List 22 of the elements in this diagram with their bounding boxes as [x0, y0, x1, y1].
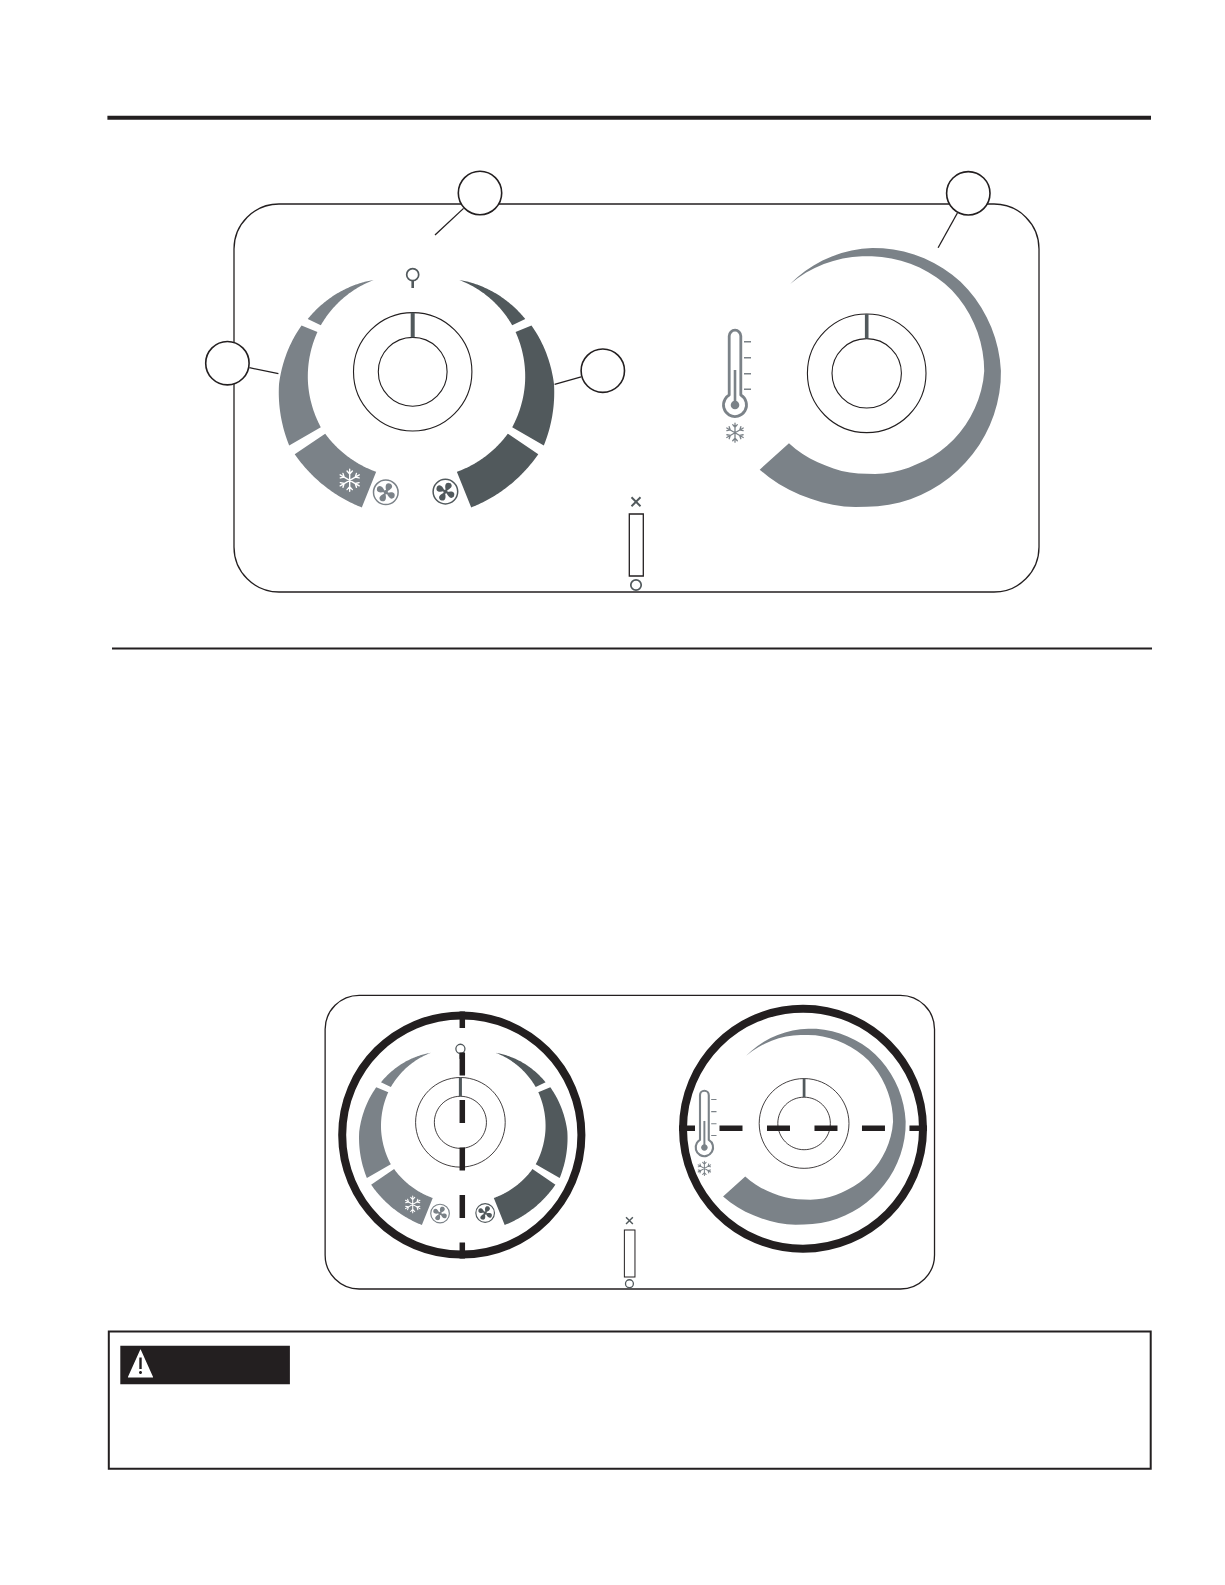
- leader-line: [937, 212, 959, 249]
- arc-segment: [380, 1052, 431, 1088]
- arc-segment: [456, 433, 539, 508]
- arc-segment: [512, 325, 555, 446]
- callout-circle: [580, 348, 626, 394]
- callout-circle: [204, 340, 250, 386]
- arc-segment: [359, 1087, 391, 1179]
- arc-segment: [278, 325, 321, 446]
- arc-segment: [307, 280, 374, 326]
- callout-circle: [457, 170, 503, 216]
- arc-segment: [493, 1169, 556, 1225]
- tapered-arc: [759, 248, 1001, 508]
- leader-line: [553, 376, 582, 386]
- arc-segment: [459, 280, 526, 326]
- arc-segment: [294, 433, 377, 508]
- leader-line: [434, 207, 465, 236]
- tapered-arc: [723, 1028, 906, 1225]
- callout-circle: [945, 170, 991, 216]
- arc-segment: [371, 1169, 433, 1225]
- arc-segment: [495, 1052, 546, 1088]
- arc-segment: [535, 1087, 568, 1179]
- leader-line: [248, 367, 280, 375]
